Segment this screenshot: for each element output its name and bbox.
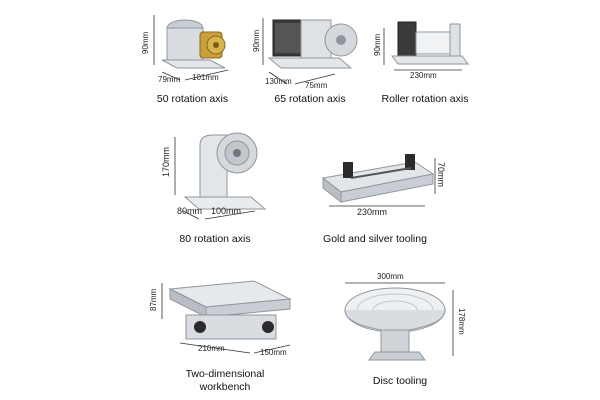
dim-height: 170mm — [161, 146, 171, 177]
dim-width: 130mm — [265, 77, 292, 86]
product-80-rotation-axis: 170mm 80mm 100mm — [155, 115, 285, 225]
product-two-dimensional-workbench: 87mm 210mm 150mm — [149, 275, 300, 365]
dim-width: 230mm — [410, 71, 437, 80]
dim-depth: 75mm — [305, 81, 328, 90]
caption-gold-silver-tooling: Gold and silver tooling — [323, 233, 427, 245]
dim-height: 90mm — [141, 31, 150, 54]
dim-height: 90mm — [252, 29, 261, 52]
dim-depth: 150mm — [260, 348, 287, 357]
dim-width: 210mm — [198, 344, 225, 353]
caption-50-rotation-axis: 50 rotation axis — [156, 93, 229, 105]
rotation-axis-65-image — [262, 18, 358, 85]
product-65-rotation-axis: 90mm 130mm 75mm — [252, 10, 365, 105]
caption-80-rotation-axis: 80 rotation axis — [179, 233, 251, 245]
product-roller-rotation-axis: 90mm 230mm — [370, 10, 480, 105]
product-disc-tooling: 300mm 178mm — [335, 270, 470, 370]
dim-depth: 100mm — [211, 206, 242, 216]
rotation-axis-50-image — [153, 15, 229, 81]
dim-depth: 101mm — [192, 73, 219, 82]
roller-rotation-axis-image — [383, 21, 469, 71]
product-50-rotation-axis: 90mm 79mm 101mm — [140, 10, 245, 105]
caption-two-dimensional-workbench: Two-dimensional workbench — [165, 368, 285, 393]
dim-height: 87mm — [149, 288, 158, 311]
caption-65-rotation-axis: 65 rotation axis — [274, 93, 346, 105]
dim-height: 70mm — [436, 162, 446, 188]
dim-width: 230mm — [357, 207, 388, 217]
disc-tooling-image — [344, 282, 454, 361]
caption-line-2: workbench — [199, 380, 251, 393]
dim-height: 178mm — [457, 308, 466, 335]
dim-diameter: 300mm — [377, 272, 404, 281]
caption-roller-rotation-axis: Roller rotation axis — [381, 93, 469, 105]
two-dimensional-workbench-image — [161, 280, 292, 354]
dim-height: 90mm — [373, 33, 382, 56]
rotation-axis-80-image — [174, 132, 267, 220]
dim-width: 79mm — [158, 75, 181, 84]
gold-silver-tooling-image — [321, 154, 436, 207]
dim-width: 80mm — [177, 206, 203, 216]
caption-disc-tooling: Disc tooling — [372, 375, 428, 387]
caption-line-1: Two-dimensional — [185, 368, 265, 380]
product-gold-silver-tooling: 70mm 230mm — [315, 148, 446, 228]
